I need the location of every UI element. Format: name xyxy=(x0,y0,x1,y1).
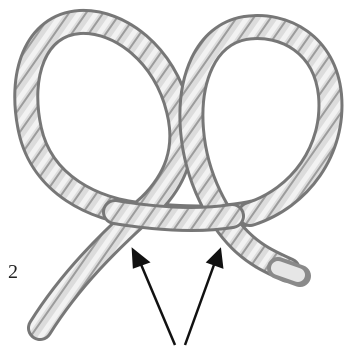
arrow-right-head xyxy=(208,250,222,267)
arrow-left-head xyxy=(133,250,148,267)
step-number: 2 xyxy=(8,262,18,282)
rope-icon xyxy=(26,22,330,328)
arrow-icon xyxy=(133,250,222,345)
arrow-left xyxy=(140,262,175,345)
arrow-right xyxy=(185,262,215,345)
